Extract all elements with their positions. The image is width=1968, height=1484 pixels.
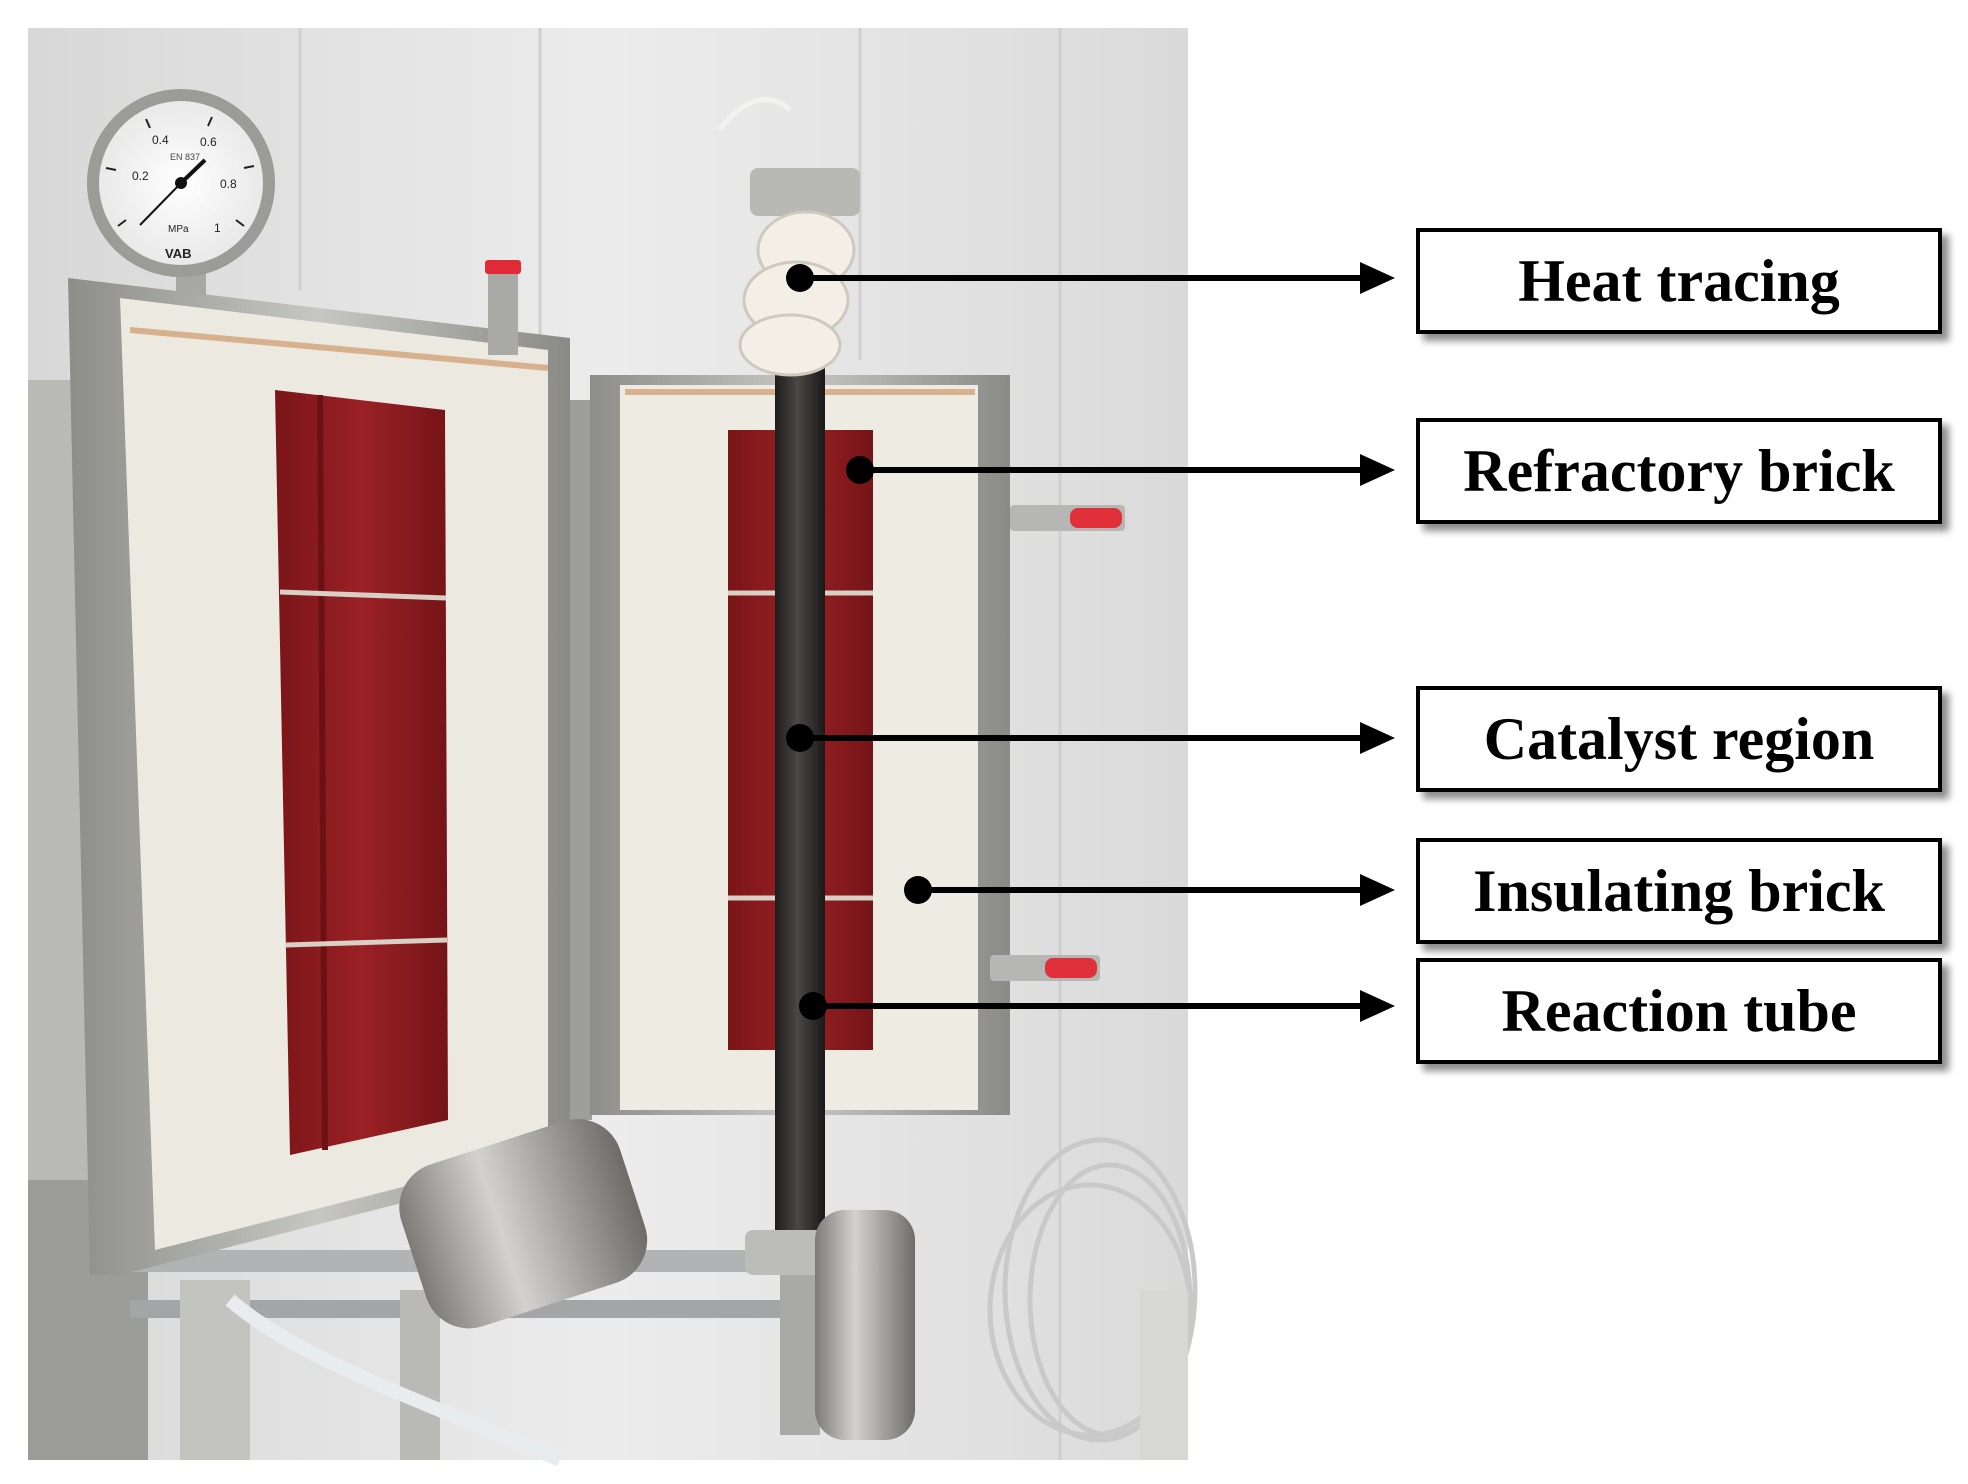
arrow-catalyst-region bbox=[786, 722, 1395, 754]
label-insulating-brick: Insulating brick bbox=[1416, 838, 1942, 944]
tubing-coil bbox=[987, 1137, 1198, 1443]
left-furnace-half bbox=[68, 278, 570, 1275]
gauge-ticks bbox=[105, 116, 255, 227]
gauge-brand-text: VAB bbox=[165, 246, 191, 261]
outlet-pipe bbox=[780, 1275, 820, 1435]
label-reaction-tube: Reaction tube bbox=[1416, 958, 1942, 1064]
label-catalyst-region: Catalyst region bbox=[1416, 686, 1942, 792]
arrow-refractory-brick bbox=[846, 454, 1395, 486]
gauge-unit-text: MPa bbox=[168, 224, 189, 235]
side-vessel bbox=[399, 1119, 648, 1329]
top-flange bbox=[750, 168, 860, 216]
label-refractory-brick: Refractory brick bbox=[1416, 418, 1942, 524]
latch-upper bbox=[1010, 505, 1125, 531]
latch-lower bbox=[990, 955, 1100, 981]
collection-tank bbox=[815, 1210, 915, 1440]
gauge-tick-label: 0.8 bbox=[220, 177, 237, 191]
label-heat-tracing: Heat tracing bbox=[1416, 228, 1942, 334]
gauge-tick-label: 0.2 bbox=[132, 169, 149, 183]
arrow-heat-tracing bbox=[786, 262, 1395, 294]
gauge-standard-text: EN 837 bbox=[170, 152, 200, 162]
hinge bbox=[570, 400, 592, 1120]
pressure-gauge: 0.2 0.4 0.6 0.8 1 EN 837 MPa VAB bbox=[87, 89, 275, 295]
side-box bbox=[1140, 1290, 1188, 1460]
arrow-reaction-tube bbox=[799, 990, 1395, 1022]
reaction-tube bbox=[775, 360, 825, 1260]
hose bbox=[225, 1294, 563, 1467]
gauge-tick-label: 0.4 bbox=[152, 133, 169, 147]
refractory-brick-left bbox=[275, 390, 448, 1155]
support-leg bbox=[400, 1290, 440, 1460]
gauge-tick-label: 1 bbox=[214, 221, 221, 235]
valve bbox=[485, 260, 521, 355]
arrow-insulating-brick bbox=[904, 874, 1395, 906]
sample-line bbox=[717, 97, 792, 132]
callout-arrows bbox=[786, 262, 1395, 1022]
gauge-tick-label: 0.6 bbox=[200, 135, 217, 149]
